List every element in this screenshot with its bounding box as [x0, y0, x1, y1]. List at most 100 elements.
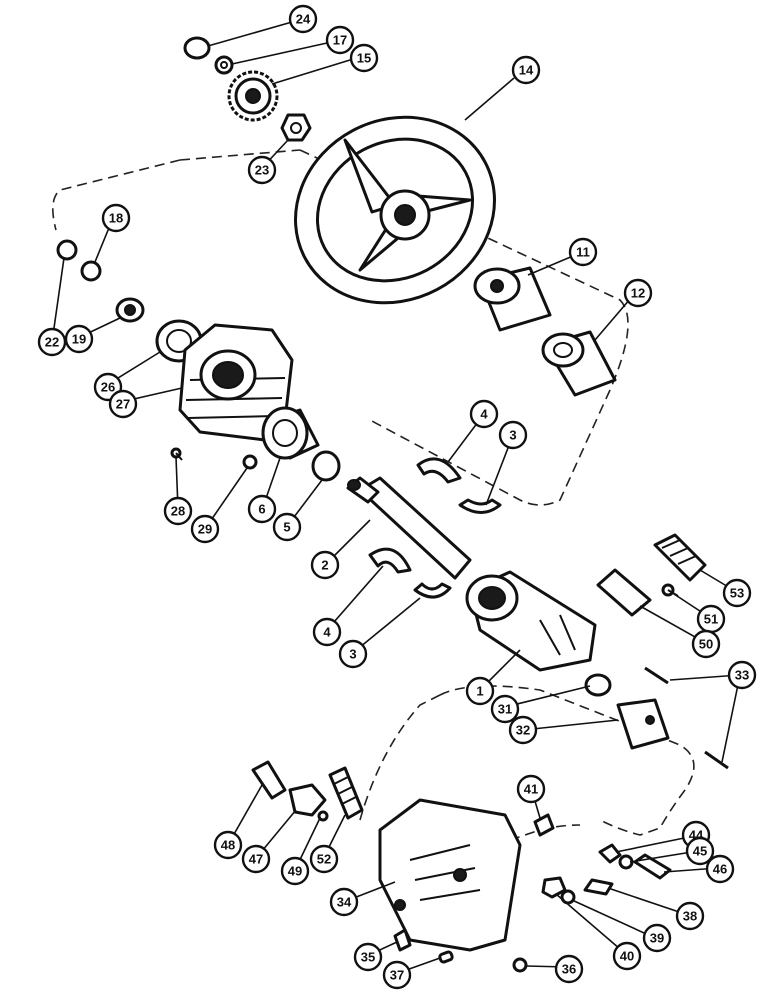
svg-text:28: 28 [171, 504, 185, 519]
svg-text:17: 17 [333, 33, 347, 48]
callout-15: 15 [349, 43, 379, 73]
steering-valve-part-1 [465, 570, 597, 672]
dashed-group-boundary-upper [52, 149, 629, 506]
svg-text:26: 26 [101, 380, 115, 395]
svg-text:5: 5 [283, 520, 290, 535]
svg-text:32: 32 [516, 723, 530, 738]
bushing-part-19 [115, 297, 145, 323]
svg-text:22: 22 [45, 335, 59, 350]
svg-text:12: 12 [631, 286, 645, 301]
callout-28: 28 [163, 496, 193, 526]
bolt-part-46 [633, 853, 672, 880]
svg-text:51: 51 [704, 612, 718, 627]
svg-text:34: 34 [337, 895, 352, 910]
callout-32: 32 [508, 715, 538, 745]
washer-part-39 [560, 889, 576, 905]
callout-5: 5 [272, 512, 302, 542]
callout-48: 48 [213, 830, 243, 860]
callout-50: 50 [691, 629, 721, 659]
svg-text:29: 29 [198, 522, 212, 537]
svg-text:40: 40 [620, 949, 634, 964]
nut-part-29 [242, 454, 258, 470]
pin-part-37 [438, 950, 454, 964]
svg-text:4: 4 [323, 625, 331, 640]
bolt-part-35 [393, 928, 412, 952]
callout-2: 2 [310, 550, 340, 580]
callout-53: 53 [722, 578, 752, 608]
callout-31: 31 [490, 694, 520, 724]
callout-47: 47 [241, 844, 271, 874]
hex-nut-part-23 [280, 113, 312, 142]
svg-text:53: 53 [730, 586, 744, 601]
spring-part-53 [653, 533, 707, 582]
callout-4b: 4 [312, 617, 342, 647]
mounting-bracket-part-34 [378, 798, 522, 952]
half-bushing-part-4-lower [368, 547, 412, 574]
half-bushing-part-3-lower [413, 582, 452, 599]
bolt-part-41 [533, 813, 555, 837]
svg-text:36: 36 [562, 962, 576, 977]
callout-17: 17 [325, 25, 355, 55]
callout-39: 39 [642, 923, 672, 953]
callout-45: 45 [685, 836, 715, 866]
svg-text:46: 46 [713, 862, 727, 877]
svg-text:39: 39 [650, 931, 664, 946]
callout-34: 34 [329, 887, 359, 917]
callout-6: 6 [247, 494, 277, 524]
callout-33: 33 [727, 660, 757, 690]
sleeve-part-11 [473, 266, 552, 332]
pin-part-48 [251, 760, 287, 800]
callout-19: 19 [64, 324, 94, 354]
svg-text:27: 27 [116, 397, 130, 412]
svg-text:24: 24 [296, 12, 311, 27]
svg-text:52: 52 [317, 852, 331, 867]
svg-text:38: 38 [683, 909, 697, 924]
callout-52: 52 [309, 844, 339, 874]
half-bushing-part-4-upper [416, 457, 462, 484]
lever-part-47 [288, 783, 327, 817]
washer-part-18 [80, 260, 102, 282]
callout-36: 36 [554, 954, 584, 984]
svg-text:23: 23 [255, 163, 269, 178]
nut-part-17 [214, 55, 234, 75]
callout-35: 35 [353, 942, 383, 972]
callout-29: 29 [190, 514, 220, 544]
svg-text:33: 33 [735, 668, 749, 683]
callouts: 24 17 15 14 23 18 22 19 26 27 11 12 4 3 … [37, 4, 757, 990]
svg-text:37: 37 [390, 968, 404, 983]
svg-text:15: 15 [357, 51, 371, 66]
nut-part-40 [541, 876, 567, 899]
callout-49: 49 [280, 856, 310, 886]
svg-text:19: 19 [72, 332, 86, 347]
callout-41: 41 [516, 774, 546, 804]
callout-3a: 3 [498, 420, 528, 450]
svg-text:2: 2 [321, 558, 328, 573]
steering-shaft-part-2 [346, 476, 472, 580]
svg-text:18: 18 [109, 211, 123, 226]
callout-37: 37 [382, 960, 412, 990]
svg-text:41: 41 [524, 782, 538, 797]
callout-22: 22 [37, 327, 67, 357]
svg-text:4: 4 [480, 407, 488, 422]
svg-text:31: 31 [498, 702, 512, 717]
ring-part-22 [56, 239, 78, 261]
sleeve-part-12 [541, 330, 617, 397]
pin-part-33-lower [704, 750, 729, 770]
gear-part-15 [227, 70, 279, 122]
callout-1: 1 [465, 676, 495, 706]
svg-text:1: 1 [476, 684, 483, 699]
callout-51: 51 [696, 604, 726, 634]
plate-part-50 [596, 568, 652, 617]
callout-46: 46 [705, 854, 735, 884]
svg-text:11: 11 [576, 245, 590, 260]
callout-40: 40 [612, 941, 642, 971]
spring-part-52 [328, 766, 364, 820]
valve-block-part-32 [616, 698, 670, 750]
svg-text:3: 3 [349, 647, 356, 662]
bearing-part-6 [261, 406, 320, 460]
bolt-part-38 [583, 878, 614, 896]
callout-23: 23 [247, 155, 277, 185]
callout-12: 12 [623, 278, 653, 308]
nut-part-44 [598, 843, 622, 864]
